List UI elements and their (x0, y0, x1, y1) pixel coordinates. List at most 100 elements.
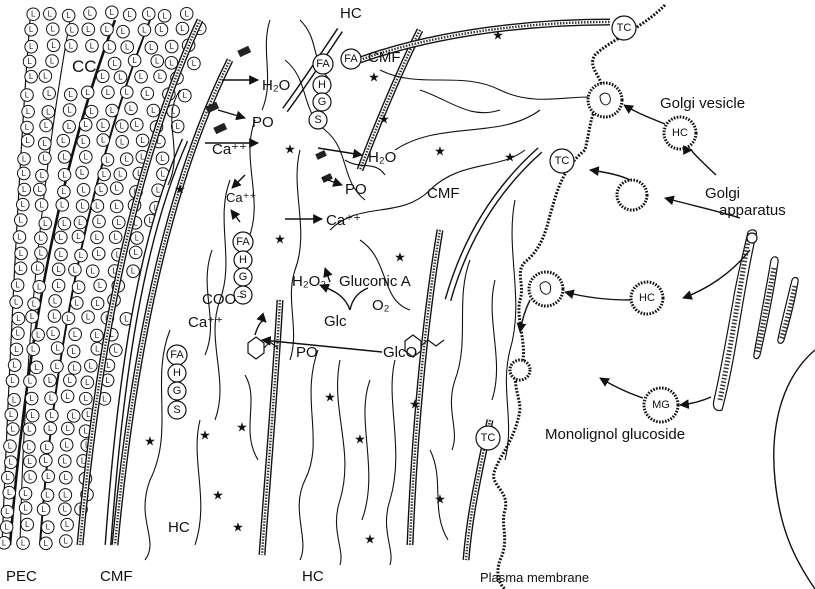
golgi-arrows (520, 105, 750, 405)
lignin-circle-label: L (62, 187, 67, 196)
enzyme-star-icon: ★ (492, 29, 504, 44)
label-monolignol: Monolignol glucoside (545, 426, 685, 443)
lignin-circle-label: L (73, 330, 78, 339)
lignin-circle-label: L (2, 538, 7, 547)
lignin-circle-label: L (41, 505, 46, 514)
label-pec: PEC (6, 568, 37, 585)
lignin-circle-label: L (121, 27, 126, 36)
lignin-circle-label: L (21, 200, 26, 209)
lignin-circle-label: L (12, 395, 17, 404)
svg-text:H: H (239, 254, 247, 266)
lignin-circle-label: L (14, 298, 19, 307)
lignin-circle-label: L (72, 411, 77, 420)
lignin-circle-label: L (118, 170, 123, 179)
svg-text:G: G (173, 385, 182, 397)
lignin-circle-label: L (59, 233, 64, 242)
lignin-circle-label: L (169, 42, 174, 51)
lignin-circle-label: L (79, 251, 84, 260)
lignin-circle-label: L (23, 504, 28, 513)
lignin-circle-label: L (10, 376, 15, 385)
enzyme-star-icon: ★ (284, 143, 296, 158)
lignin-circle-label: L (63, 457, 68, 466)
lignin-circle-label: L (66, 424, 71, 433)
lignin-circle-label: L (131, 267, 136, 276)
label-golgi-apparatus-2: apparatus (719, 202, 786, 219)
lignin-circle-label: L (139, 72, 144, 81)
enzyme-star-icon: ★ (274, 233, 286, 248)
label-gluconic: Gluconic A (339, 273, 411, 290)
lignin-circle-label: L (95, 331, 100, 340)
lignin-circle-label: L (113, 233, 118, 242)
lignin-circle-label: L (118, 73, 123, 82)
svg-text:H: H (173, 367, 181, 379)
lignin-circle-label: L (30, 312, 35, 321)
lignin-circle-label: L (70, 25, 75, 34)
lignin-circle-label: L (142, 25, 147, 34)
label-cmf-mid: CMF (427, 185, 460, 202)
lignin-circle-label: L (52, 312, 57, 321)
lignin-circle-label: L (9, 458, 14, 467)
lignin-circle-label: L (39, 234, 44, 243)
label-po-2: PO (345, 181, 367, 198)
lignin-circle-label: L (76, 232, 81, 241)
lignin-circle-label: L (95, 299, 100, 308)
lignin-circle-label: L (65, 520, 70, 529)
label-hc-bottom-center: HC (302, 568, 324, 585)
lignin-circle-label: L (76, 283, 81, 292)
lignin-circle-label: L (56, 265, 61, 274)
enzyme-star-icon: ★ (199, 429, 211, 444)
label-o2: O₂ (372, 297, 390, 314)
lignin-circle-label: L (101, 121, 106, 130)
lignin-circle-label: L (101, 136, 106, 145)
lignin-circle-label: L (49, 394, 54, 403)
lignin-circle-label: L (25, 91, 30, 100)
svg-text:G: G (318, 96, 327, 108)
lignin-circle-label: L (95, 344, 100, 353)
lignin-circle-label: L (51, 25, 56, 34)
lignin-circle-label: L (25, 136, 30, 145)
lignin-circle-label: L (88, 9, 93, 18)
lignin-circle-label: L (40, 171, 45, 180)
lignin-circle-label: L (22, 154, 27, 163)
lignin-circle-label: L (43, 154, 48, 163)
lignin-circle-label: L (81, 185, 86, 194)
label-coo: COO⁻ (202, 291, 244, 308)
lignin-circle-label: L (43, 72, 48, 81)
lignin-circle-label: L (97, 217, 102, 226)
label-ca-3: Ca⁺⁺ (326, 212, 361, 229)
lignin-circle-label: L (63, 505, 68, 514)
lignin-circle-label: L (91, 267, 96, 276)
lignin-circle-label: L (46, 107, 51, 116)
enzyme-star-icon: ★ (394, 251, 406, 266)
svg-text:TC: TC (555, 155, 570, 167)
lignin-circle-label: L (140, 152, 145, 161)
lignin-circle-label: L (50, 57, 55, 66)
enzyme-star-icon: ★ (212, 489, 224, 504)
lignin-circle-label: L (46, 523, 51, 532)
svg-text:S: S (173, 404, 180, 416)
lignin-circle-label: L (86, 313, 91, 322)
label-ca-2: Ca⁺⁺ (226, 190, 256, 205)
lignin-circle-label: L (135, 120, 140, 129)
label-h2o-2: H₂O (368, 149, 396, 166)
svg-text:TC: TC (617, 22, 632, 34)
lignin-circle-label: L (183, 91, 188, 100)
lignin-circle-label: L (28, 457, 33, 466)
lignin-circle-label: L (68, 376, 73, 385)
lignin-circle-label: L (17, 233, 22, 242)
lignin-circle-label: L (44, 121, 49, 130)
lignin-circle-label: L (39, 200, 44, 209)
lignin-circle-label: L (63, 490, 68, 499)
svg-text:HC: HC (672, 127, 688, 139)
lignin-circle-label: L (28, 472, 33, 481)
lignin-circle-label: L (96, 249, 101, 258)
label-h2o2: H₂O₂ (292, 273, 326, 290)
lignin-circle-label: L (106, 361, 111, 370)
lignin-circle-label: L (7, 488, 12, 497)
lignin-circle-label: L (110, 106, 115, 115)
lignin-circle-label: L (18, 264, 23, 273)
lignin-circle-label: L (16, 314, 21, 323)
label-golgi-apparatus-1: Golgi (705, 185, 740, 202)
lignin-circle-label: L (80, 168, 85, 177)
